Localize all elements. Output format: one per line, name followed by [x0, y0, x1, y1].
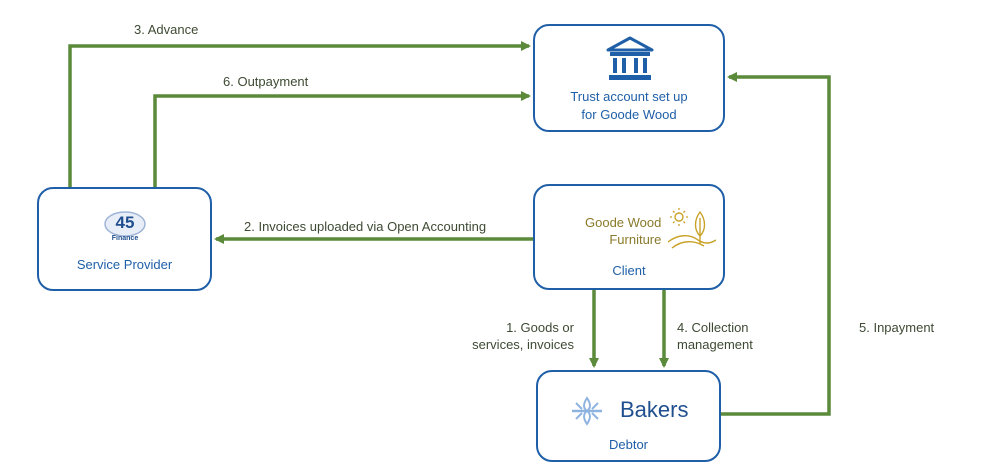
arrow-advance	[68, 41, 531, 187]
label-advance: 3. Advance	[134, 22, 199, 37]
goode-wood-logo-line1: Goode Wood	[585, 215, 662, 230]
client-box: Goode Wood Furniture Client	[533, 184, 725, 290]
bakers-mark-icon	[572, 396, 602, 426]
label-goods: 1. Goods or services, invoices	[466, 319, 574, 353]
finance-logo-badge	[104, 211, 146, 237]
client-caption: Client	[612, 263, 646, 278]
arrow-inpayment	[721, 72, 831, 416]
finance-logo-word: Finance	[111, 235, 139, 242]
provider-caption: Service Provider	[76, 257, 173, 272]
trust-account-box: Trust account set up for Goode Wood	[533, 24, 725, 132]
goode-wood-logo-art	[668, 208, 716, 249]
label-collection-line2: management	[677, 337, 753, 352]
trust-caption: Trust account set up for Goode Wood	[535, 88, 723, 124]
debtor-box: Bakers Debtor	[536, 370, 721, 462]
trust-caption-line2: for Goode Wood	[581, 107, 677, 122]
label-collection: 4. Collection management	[677, 319, 753, 353]
label-invoices-uploaded: 2. Invoices uploaded via Open Accounting	[244, 219, 487, 234]
service-provider-box: 45 Finance Service Provider	[37, 187, 212, 291]
finance-logo-number: 45	[115, 213, 135, 232]
bakers-logo-word: Bakers	[620, 397, 689, 422]
goode-wood-logo-text: Goode Wood Furniture	[585, 214, 661, 248]
trust-caption-line1: Trust account set up	[570, 89, 688, 104]
label-outpayment: 6. Outpayment	[223, 74, 309, 89]
label-goods-line1: 1. Goods or	[506, 320, 574, 335]
arrow-outpayment	[153, 91, 531, 187]
finance-45-logo: 45 Finance	[102, 211, 148, 245]
label-inpayment: 5. Inpayment	[859, 320, 935, 335]
label-goods-line2: services, invoices	[472, 337, 574, 352]
goode-wood-logo-line2: Furniture	[609, 232, 662, 247]
debtor-caption: Debtor	[608, 437, 649, 452]
label-collection-line1: 4. Collection	[677, 320, 749, 335]
bank-icon	[606, 36, 654, 80]
